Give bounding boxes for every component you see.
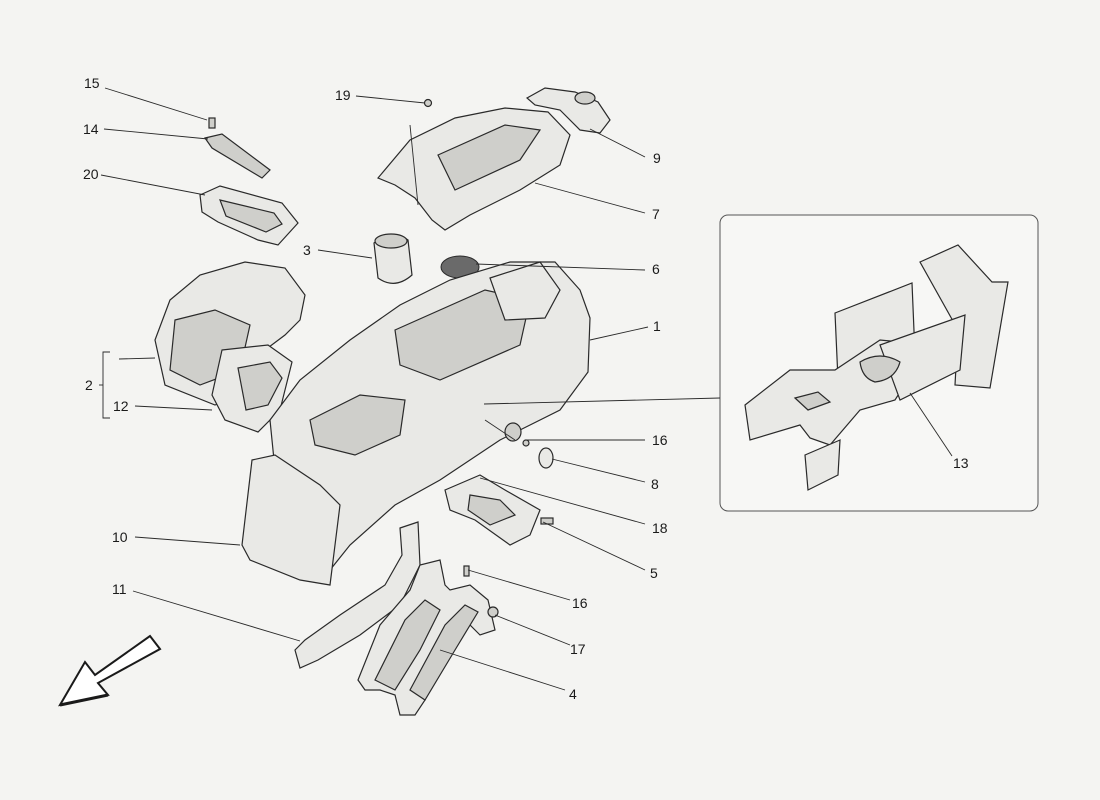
callout-6: 6 (652, 261, 660, 277)
part-4-support (357, 559, 496, 716)
callout-5: 5 (650, 565, 658, 581)
callout-11: 11 (112, 581, 127, 597)
callout-17: 17 (570, 641, 586, 657)
part-2-front-module (154, 261, 306, 433)
part-7 (377, 107, 571, 231)
part-8-cap (538, 447, 554, 469)
leader-lines (100, 87, 953, 691)
callout-16-upper: 16 (652, 432, 668, 448)
callout-8: 8 (651, 476, 659, 492)
front-direction-arrow-icon (58, 634, 162, 707)
part-18-bracket (444, 474, 541, 546)
callout-18: 18 (652, 520, 668, 536)
part-5-clip (540, 517, 554, 525)
detail-inset (719, 214, 1039, 512)
part-15-screw (208, 117, 216, 129)
callout-7: 7 (652, 206, 660, 222)
callout-16-lower: 16 (572, 595, 588, 611)
callout-2-bracket (102, 351, 110, 419)
carpet-part-13 (744, 244, 1009, 491)
callout-3: 3 (303, 242, 311, 258)
part-16-screw-lower (463, 565, 470, 577)
callout-20: 20 (83, 166, 99, 182)
part-10-front-panel (241, 454, 341, 586)
callout-15: 15 (84, 75, 100, 91)
callout-2: 2 (85, 377, 93, 393)
callout-13: 13 (953, 455, 969, 471)
callout-labels: 1 2 3 4 5 6 7 8 9 10 11 12 13 14 15 16 1… (83, 75, 969, 702)
callout-10: 10 (112, 529, 128, 545)
callout-9: 9 (653, 150, 661, 166)
callout-4: 4 (569, 686, 577, 702)
callout-1: 1 (653, 318, 661, 334)
part-19-screw (423, 98, 433, 108)
part-9 (525, 87, 611, 134)
callout-19: 19 (335, 87, 351, 103)
part-14-trim (204, 133, 271, 179)
part-1-console-body (269, 261, 591, 571)
part-20-frame (199, 185, 299, 246)
callout-12: 12 (113, 398, 129, 414)
part-3-cup-insert (373, 233, 413, 284)
part-17-nut (487, 606, 499, 618)
callout-14: 14 (83, 121, 99, 137)
